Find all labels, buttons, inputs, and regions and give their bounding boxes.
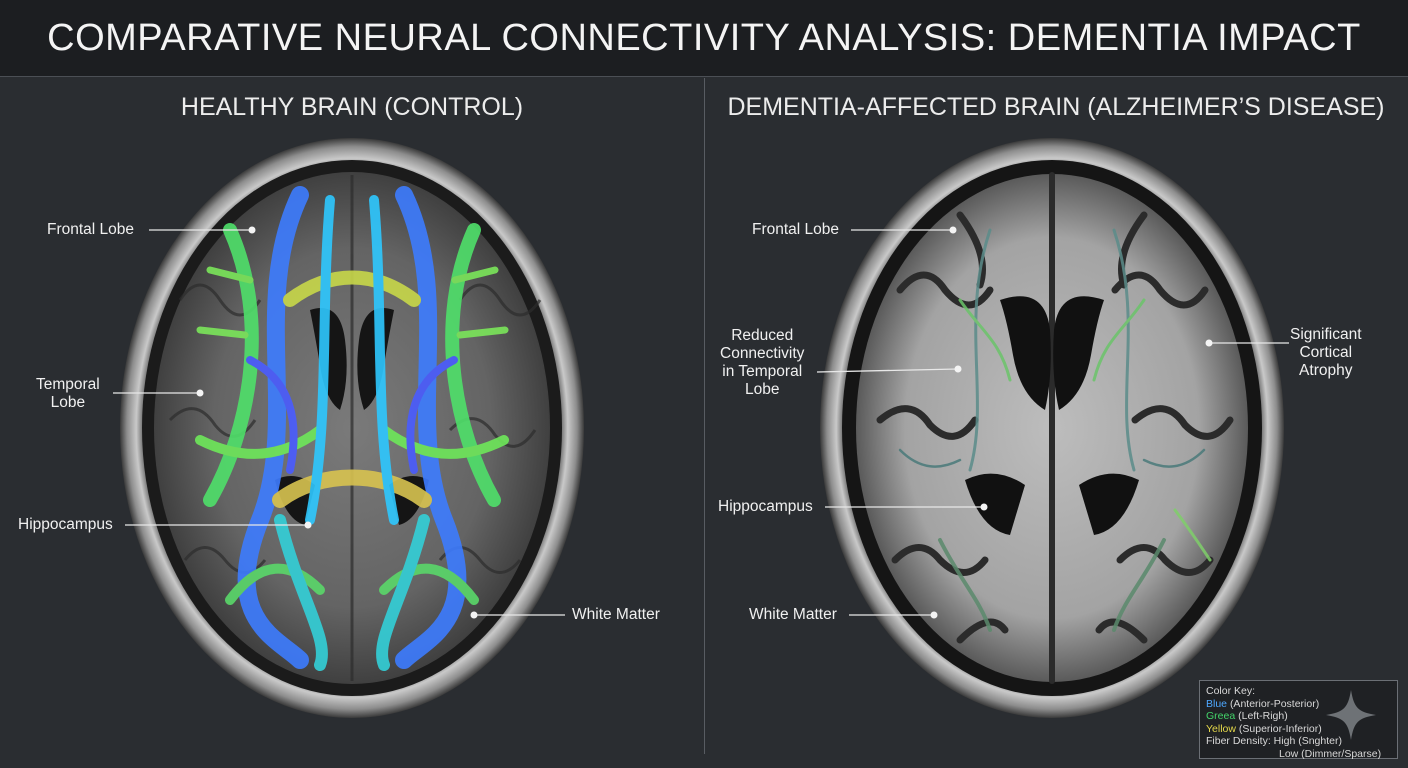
healthy-brain-scan bbox=[113, 138, 584, 718]
color-key: Color Key: Blue (Anterior-Posterior) Gre… bbox=[1199, 680, 1398, 760]
key-blue-word: Blue bbox=[1206, 697, 1228, 710]
label-white-matter-left: White Matter bbox=[572, 606, 660, 623]
key-yellow-word: Yellow bbox=[1206, 722, 1236, 735]
label-temporal-lobe-left: Temporal Lobe bbox=[36, 376, 100, 411]
right-panel-title: DEMENTIA-AFFECTED BRAIN (ALZHEIMER’S DIS… bbox=[727, 93, 1385, 121]
key-yellow-desc: (Superior-Inferior) bbox=[1238, 722, 1322, 735]
label-frontal-lobe-left: Frontal Lobe bbox=[47, 221, 135, 238]
title-bar: COMPARATIVE NEURAL CONNECTIVITY ANALYSIS… bbox=[0, 0, 1408, 77]
key-density-high: Fiber Density: High (Snghter) bbox=[1206, 735, 1342, 747]
label-frontal-lobe-right: Frontal Lobe bbox=[752, 221, 840, 238]
page-title: COMPARATIVE NEURAL CONNECTIVITY ANALYSIS… bbox=[47, 16, 1361, 59]
label-hippocampus-right: Hippocampus bbox=[718, 498, 813, 515]
key-green-desc: (Left-Righ) bbox=[1238, 710, 1288, 722]
panel-divider bbox=[704, 78, 705, 754]
left-panel-title: HEALTHY BRAIN (CONTROL) bbox=[180, 93, 524, 121]
label-cortical-atrophy: Significant Cortical Atrophy bbox=[1290, 326, 1362, 379]
key-density-low: Low (Dimmer/Sparse) bbox=[1279, 747, 1382, 760]
sparkle-icon bbox=[1326, 690, 1376, 740]
label-white-matter-right: White Matter bbox=[749, 606, 837, 623]
key-blue-desc: (Anterior-Posterior) bbox=[1229, 697, 1320, 710]
dementia-brain-scan bbox=[816, 138, 1289, 718]
color-key-heading: Color Key: bbox=[1206, 685, 1256, 697]
label-reduced-connectivity: Reduced Connectivity in Temporal Lobe bbox=[720, 327, 805, 398]
key-green-word: Greea bbox=[1206, 710, 1236, 722]
label-hippocampus-left: Hippocampus bbox=[18, 516, 113, 533]
